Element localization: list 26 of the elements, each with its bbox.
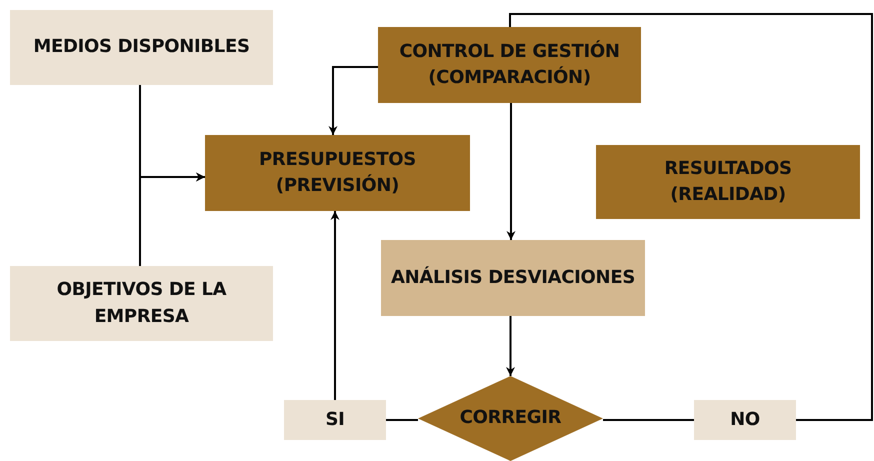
arrow: [506, 316, 515, 376]
process-box: [378, 27, 641, 103]
box-label: NO: [730, 408, 760, 432]
box-label: PRESUPUESTOS (PREVISIÓN): [258, 148, 417, 198]
box-label: OBJETIVOS DE LA EMPRESA: [56, 278, 228, 328]
box-label: MEDIOS DISPONIBLES: [33, 35, 250, 60]
arrow: [139, 172, 205, 266]
process-box: [10, 266, 273, 341]
process-box: [381, 240, 645, 316]
arrow: [328, 66, 378, 135]
arrow: [330, 211, 340, 400]
box-label: ANÁLISIS DESVIACIONES: [391, 265, 635, 290]
box-label: RESULTADOS (REALIDAD): [663, 156, 793, 207]
connector-line: [386, 419, 418, 421]
process-box: [284, 400, 386, 440]
box-label: SI: [325, 408, 345, 432]
box-label: CONTROL DE GESTIÓN (COMPARACIÓN): [398, 39, 621, 90]
box-label: CORREGIR: [460, 406, 562, 430]
connector-line: [603, 419, 694, 421]
process-box: [205, 135, 470, 211]
process-box: [596, 145, 860, 219]
process-box: [10, 10, 273, 85]
decision-diamond: [418, 376, 603, 461]
arrow: [506, 103, 516, 240]
process-box: [694, 400, 796, 440]
connector-line: [509, 13, 873, 421]
